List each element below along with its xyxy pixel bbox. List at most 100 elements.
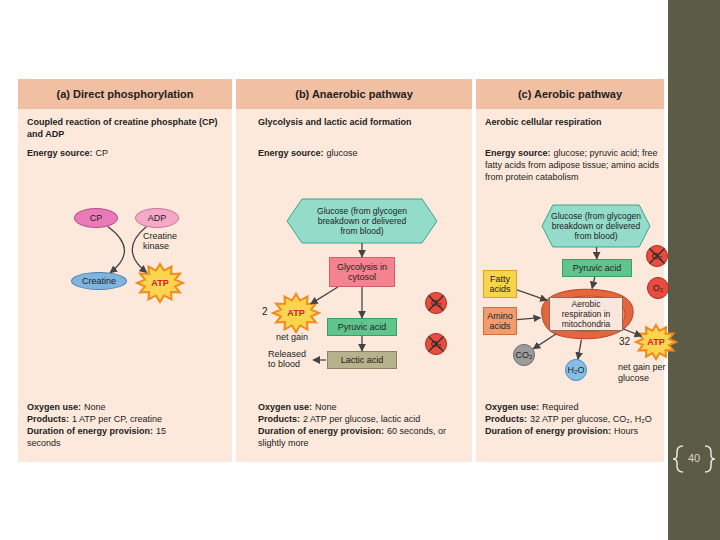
oxygen-absent-symbol: O₂: [425, 292, 447, 314]
field-value: Released to blood: [268, 349, 306, 369]
field-name: Products:: [258, 414, 300, 424]
field-name: Duration of energy provision:: [258, 426, 384, 436]
oxygen-circle: [425, 333, 446, 354]
text-wrap: Pyruvic acid: [563, 260, 631, 276]
text-group: Aerobic cellular respiration: [485, 116, 660, 128]
field-name: Oxygen use:: [258, 402, 312, 412]
text-wrap: Glycolysis in cytosol: [330, 258, 394, 286]
cross-line: [650, 249, 665, 264]
field-value: None: [84, 402, 106, 412]
node-label: Pyruvic acid: [573, 263, 622, 273]
burst-shape: [636, 325, 676, 359]
node-label: H₂O: [568, 365, 585, 375]
field-value: Creatine kinase: [143, 231, 177, 251]
text-wrap: ATP: [137, 264, 183, 302]
text-wrap: Amino acids: [484, 308, 516, 334]
mitochondrion: Aerobic respiration in mitochondria: [536, 286, 636, 342]
node-label: Aerobic respiration in mitochondria: [549, 297, 623, 331]
node-label: O₂: [431, 298, 442, 308]
mitochondrion-outer: [542, 289, 634, 338]
field-value: None: [315, 402, 337, 412]
field-name: Energy source:: [485, 148, 551, 158]
text-group: Products:1 ATP per CP, creatine: [27, 413, 227, 425]
product-circle: H₂O: [565, 359, 587, 381]
text-wrap: Lactic acid: [328, 352, 396, 368]
node-label: Glucose (from glycogen breakdown or deli…: [311, 206, 413, 236]
node-label: O₂: [652, 251, 663, 261]
text-group: 32: [619, 336, 637, 348]
text-group: Energy source:glucose; pyruvic acid; fre…: [485, 147, 660, 183]
molecule-oval: CP: [74, 208, 118, 228]
text-group: Duration of energy provision:60 seconds,…: [258, 425, 458, 449]
node-label: Glycolysis in cytosol: [332, 262, 392, 282]
node-label: O₂: [653, 283, 664, 293]
text-wrap: ATP: [273, 294, 319, 332]
symbol-circle: [565, 359, 586, 380]
atp-burst: ATP: [273, 294, 319, 332]
atp-burst: ATP: [636, 325, 676, 359]
text-group: Oxygen use:None: [258, 401, 463, 413]
source-hexagon: Glucose (from glycogen breakdown or deli…: [542, 205, 650, 247]
node-label: CO₂: [516, 350, 533, 360]
text-group: net gain per glucose: [618, 362, 668, 384]
field-name: Energy source:: [258, 148, 324, 158]
text-wrap: CO₂: [513, 344, 535, 366]
text-group: Coupled reaction of creatine phosphate (…: [27, 116, 227, 140]
field-name: Oxygen use:: [485, 402, 539, 412]
hexagon-shape: [542, 205, 650, 247]
field-name: Aerobic cellular respiration: [485, 117, 602, 127]
field-name: Glycolysis and lactic acid formation: [258, 117, 412, 127]
text-group: Products:32 ATP per glucose, CO₂, H₂O: [485, 413, 660, 425]
text-group: Creatine kinase: [143, 231, 187, 251]
text-group: 2: [262, 306, 274, 318]
text-group: Duration of energy provision:15 seconds: [27, 425, 177, 449]
column-heading: (a) Direct phosphorylation: [18, 79, 232, 109]
cross-line: [429, 296, 444, 311]
field-value: net gain per glucose: [618, 362, 666, 383]
text-wrap: Creatine: [72, 273, 126, 289]
field-value: 32 ATP per glucose, CO₂, H₂O: [530, 414, 652, 424]
text-group: Oxygen use:None: [27, 401, 227, 413]
text-wrap: ADP: [136, 209, 178, 227]
field-name: Energy source:: [27, 148, 93, 158]
field-value: 2: [262, 306, 268, 317]
product-box: Pyruvic acid: [327, 318, 397, 336]
text-group: Glycolysis and lactic acid formation: [258, 116, 463, 128]
field-value: net gain: [276, 332, 308, 342]
text-wrap: Pyruvic acid: [328, 319, 396, 335]
column-heading: (c) Aerobic pathway: [476, 79, 664, 109]
text-wrap: Fatty acids: [484, 271, 516, 297]
field-value: Hours: [614, 426, 638, 436]
fuel-box: Amino acids: [483, 307, 517, 335]
text-wrap: O₂: [425, 333, 447, 355]
product-box: Lactic acid: [327, 351, 397, 369]
symbol-circle: [647, 277, 668, 298]
text-group: Energy source:CP: [27, 147, 227, 159]
side-bar: [668, 0, 720, 540]
oxygen-absent-symbol: O₂: [646, 245, 668, 267]
oxygen-circle: [646, 245, 667, 266]
field-name: Products:: [485, 414, 527, 424]
number-bracket: [673, 446, 683, 472]
node-label: Fatty acids: [485, 274, 515, 294]
text-wrap: H₂O: [565, 359, 587, 381]
text-wrap: Aerobic respiration in mitochondria: [536, 286, 636, 342]
node-label: Lactic acid: [341, 355, 384, 365]
text-wrap: Glucose (from glycogen breakdown or deli…: [287, 199, 437, 243]
text-wrap: O₂: [647, 277, 669, 299]
symbol-circle: [513, 344, 534, 365]
node-label: ATP: [287, 308, 304, 318]
node-label: Creatine: [82, 276, 116, 286]
hexagon-shape: [287, 199, 437, 243]
column-heading: (b) Anaerobic pathway: [236, 79, 472, 109]
text-group: 40: [680, 452, 708, 464]
field-value: 1 ATP per CP, creatine: [72, 414, 162, 424]
field-name: Coupled reaction of creatine phosphate (…: [27, 117, 218, 139]
node-label: ADP: [148, 213, 167, 223]
process-box: Glycolysis in cytosol: [329, 257, 395, 287]
node-label: ATP: [647, 337, 664, 347]
text-group: Released to blood: [268, 349, 312, 369]
field-value: glucose: [327, 148, 358, 158]
field-name: Duration of energy provision:: [27, 426, 153, 436]
